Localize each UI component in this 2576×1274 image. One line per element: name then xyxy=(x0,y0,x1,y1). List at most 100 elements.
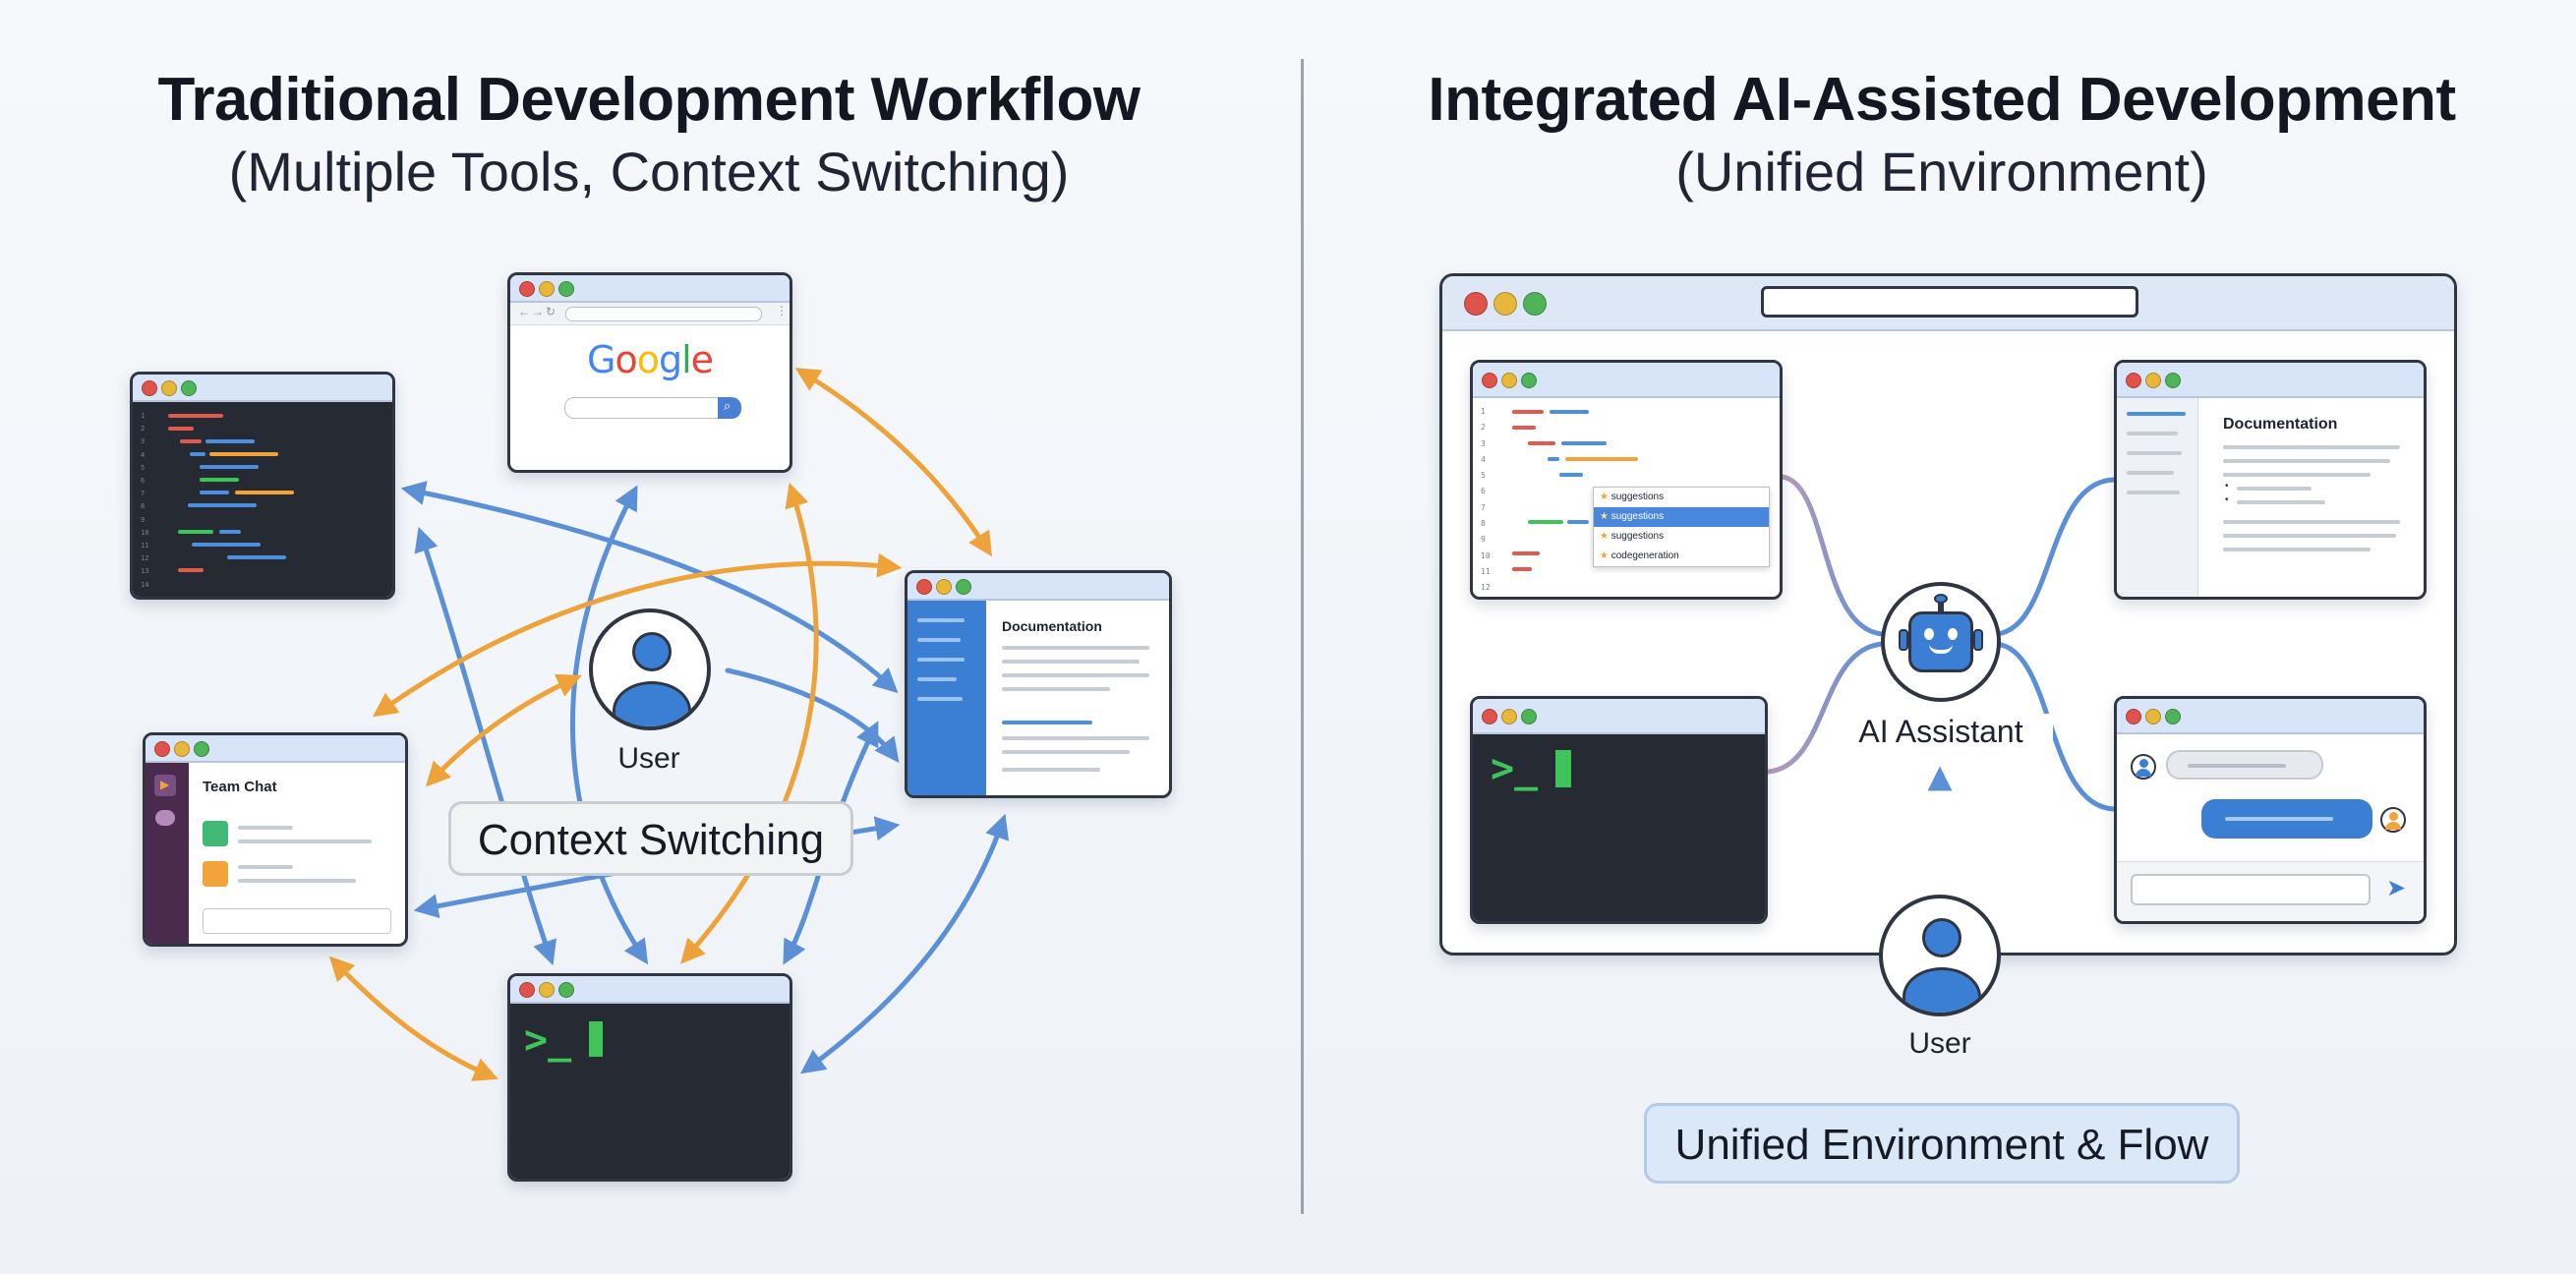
workspace-icon[interactable]: ▶ xyxy=(154,775,176,796)
ide-titlebar xyxy=(1442,276,2454,331)
maximize-dot[interactable] xyxy=(956,579,971,595)
minimize-dot[interactable] xyxy=(539,281,555,297)
ide-address-bar[interactable] xyxy=(1761,286,2138,318)
close-dot[interactable] xyxy=(1482,373,1497,388)
section-divider xyxy=(1301,59,1304,1214)
minimize-dot[interactable] xyxy=(2145,373,2161,388)
autocomplete-item-selected[interactable]: ★ suggestions xyxy=(1594,507,1769,527)
star-icon: ★ xyxy=(1600,531,1609,542)
arrow-browser-terminal-orange xyxy=(679,482,819,964)
doc-sidebar[interactable] xyxy=(907,601,986,795)
user-label: User xyxy=(617,742,680,775)
star-icon: ★ xyxy=(1600,550,1609,561)
maximize-dot[interactable] xyxy=(181,380,197,396)
back-icon[interactable]: ← xyxy=(518,305,530,318)
forward-icon[interactable]: → xyxy=(532,305,544,318)
maximize-dot[interactable] xyxy=(558,281,574,297)
search-icon: ⌕ xyxy=(724,398,732,413)
autocomplete-item[interactable]: ★ suggestions xyxy=(1600,492,1665,502)
context-switching-label: Context Switching xyxy=(448,801,853,876)
chat-avatar-green xyxy=(203,821,228,846)
right-title: Integrated AI-Assisted Development xyxy=(1428,66,2456,134)
maximize-dot[interactable] xyxy=(1521,373,1537,388)
close-dot[interactable] xyxy=(2126,373,2141,388)
minimize-dot[interactable] xyxy=(1501,709,1517,724)
ai-assistant-label: AI Assistant xyxy=(1829,714,2053,753)
address-bar[interactable] xyxy=(565,307,762,321)
link-terminal-ai xyxy=(1765,641,1886,775)
window-titlebar xyxy=(1473,363,1780,398)
maximize-dot[interactable] xyxy=(1521,709,1537,724)
window-titlebar xyxy=(2117,363,2424,398)
close-dot[interactable] xyxy=(916,579,932,595)
star-icon: ★ xyxy=(1600,492,1609,502)
right-subtitle: (Unified Environment) xyxy=(1675,141,2208,203)
doc-title: Documentation xyxy=(2223,416,2338,433)
minimize-dot[interactable] xyxy=(936,579,952,595)
ai-terminal-window[interactable]: >_ xyxy=(1470,696,1768,924)
terminal-cursor xyxy=(589,1021,603,1057)
window-titlebar xyxy=(2117,699,2424,734)
close-dot[interactable] xyxy=(519,982,535,998)
left-subtitle: (Multiple Tools, Context Switching) xyxy=(228,141,1070,203)
chat-input[interactable] xyxy=(203,908,391,934)
ai-chat-window[interactable]: ➤ xyxy=(2114,696,2427,924)
ai-documentation-window[interactable]: Documentation • • xyxy=(2114,360,2427,600)
terminal-body[interactable]: >_ xyxy=(1473,734,1765,921)
minimize-dot[interactable] xyxy=(1501,373,1517,388)
close-dot[interactable] xyxy=(1482,709,1497,724)
minimize-dot[interactable] xyxy=(1493,292,1517,316)
close-dot[interactable] xyxy=(1464,292,1488,316)
maximize-dot[interactable] xyxy=(2165,709,2181,724)
window-titlebar xyxy=(146,735,405,763)
reload-icon[interactable]: ↻ xyxy=(546,305,556,318)
terminal-body[interactable]: >_ xyxy=(510,1004,790,1179)
minimize-dot[interactable] xyxy=(2145,709,2161,724)
search-input[interactable]: ⌕ xyxy=(564,397,741,419)
autocomplete-popup[interactable]: ★ suggestions ★ suggestions ★ suggestion… xyxy=(1593,487,1770,567)
link-code-ai xyxy=(1779,474,1886,637)
terminal-prompt: >_ xyxy=(1491,746,1539,791)
minimize-dot[interactable] xyxy=(539,982,555,998)
close-dot[interactable] xyxy=(519,281,535,297)
minimize-dot[interactable] xyxy=(161,380,177,396)
terminal-prompt: >_ xyxy=(524,1017,572,1063)
menu-icon[interactable]: ⋮ xyxy=(776,304,788,318)
doc-sidebar[interactable] xyxy=(2117,398,2198,597)
send-icon[interactable]: ➤ xyxy=(2386,875,2407,901)
browser-window[interactable]: ← → ↻ ⋮ Google ⌕ xyxy=(507,272,792,473)
bot-avatar-icon xyxy=(2131,754,2156,780)
link-ai-doc xyxy=(1993,477,2117,637)
terminal-cursor xyxy=(1555,750,1571,787)
team-chat-window[interactable]: ▶ Team Chat xyxy=(143,732,408,947)
maximize-dot[interactable] xyxy=(1523,292,1547,316)
maximize-dot[interactable] xyxy=(194,741,209,757)
window-titlebar xyxy=(1473,699,1765,734)
window-titlebar xyxy=(907,573,1169,601)
right-connections xyxy=(1765,474,2117,893)
autocomplete-item[interactable]: ★ codegeneration xyxy=(1600,550,1679,561)
chat-sidebar[interactable]: ▶ xyxy=(146,763,189,944)
arrow-chat-user xyxy=(425,673,582,787)
chat-input[interactable] xyxy=(2131,874,2371,905)
documentation-window[interactable]: Documentation xyxy=(905,570,1172,798)
search-button[interactable]: ⌕ xyxy=(718,397,741,419)
google-logo: Google xyxy=(586,338,714,381)
message-icon[interactable] xyxy=(155,810,175,826)
chat-avatar-orange xyxy=(203,861,228,887)
maximize-dot[interactable] xyxy=(558,982,574,998)
minimize-dot[interactable] xyxy=(174,741,190,757)
maximize-dot[interactable] xyxy=(2165,373,2181,388)
terminal-window[interactable]: >_ xyxy=(507,973,792,1182)
close-dot[interactable] xyxy=(154,741,170,757)
autocomplete-item[interactable]: ★ suggestions xyxy=(1600,531,1665,542)
outgoing-message xyxy=(2201,799,2372,839)
user-avatar-icon xyxy=(589,608,711,730)
close-dot[interactable] xyxy=(2126,709,2141,724)
close-dot[interactable] xyxy=(142,380,157,396)
